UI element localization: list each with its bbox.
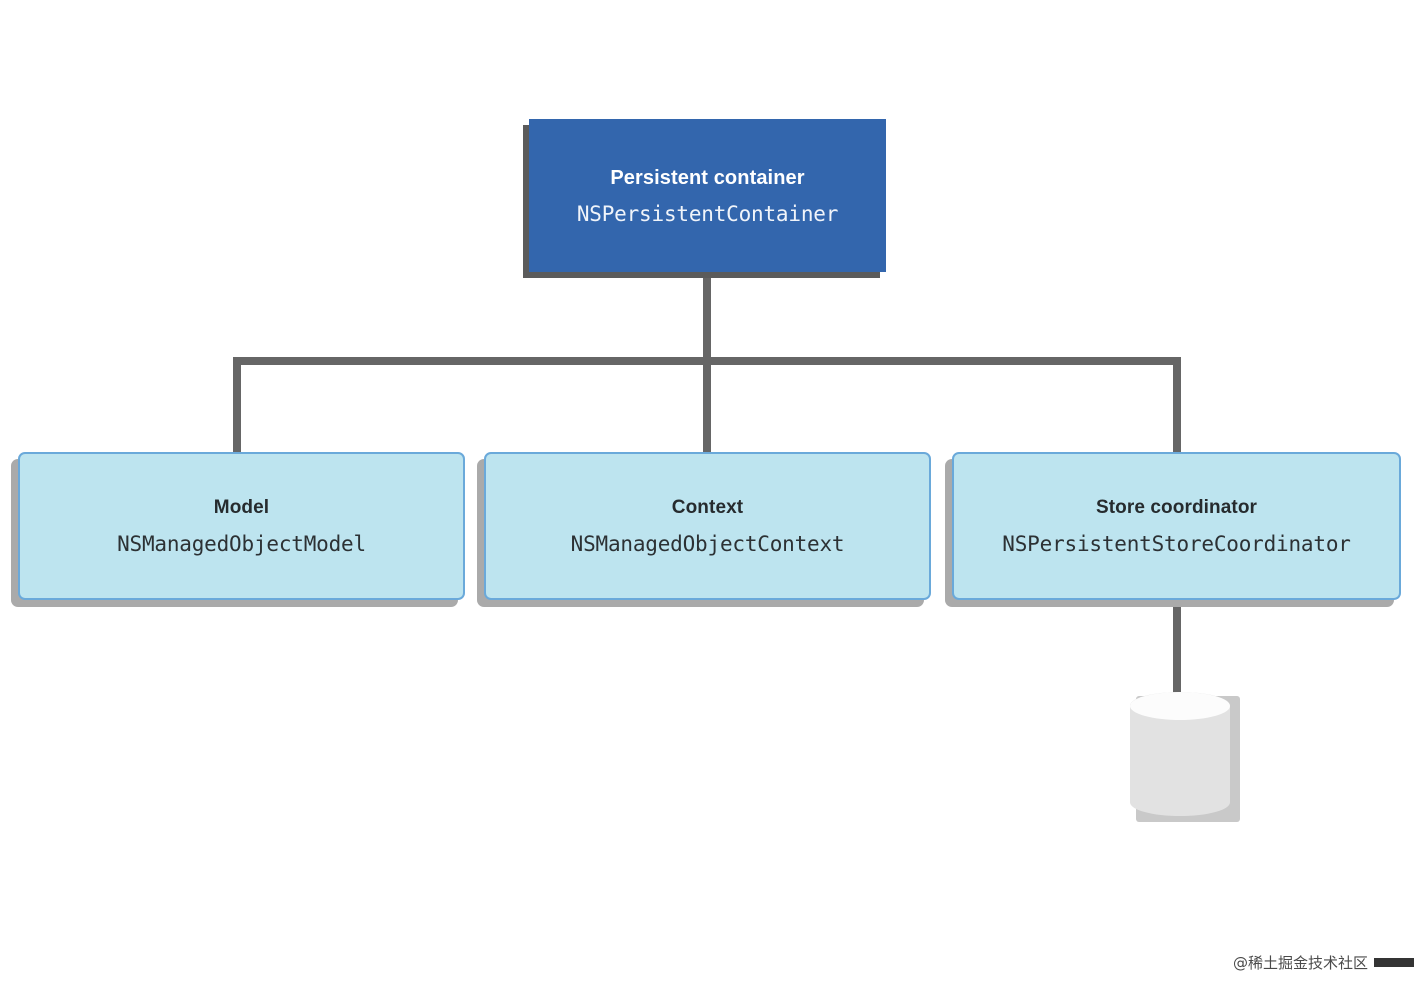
database-icon[interactable] [1128,688,1240,824]
connector-drop-model [233,357,241,455]
connector-drop-store-coordinator [1173,357,1181,455]
watermark: @稀土掘金技术社区 [1233,952,1415,973]
node-title: Model [213,496,270,518]
node-class-name: NSPersistentStoreCoordinator [1002,531,1351,556]
connector-root-trunk [703,272,711,361]
node-title: Store coordinator [1095,496,1258,518]
connector-store-to-database [1173,598,1181,694]
node-class-name: NSManagedObjectModel [117,531,366,556]
node-model[interactable]: Model NSManagedObjectModel [18,452,465,600]
node-class-name: NSManagedObjectContext [570,531,845,556]
node-title: Persistent container [610,166,805,189]
database-disc-top-cap [1130,692,1230,720]
node-store-coordinator[interactable]: Store coordinator NSPersistentStoreCoord… [952,452,1401,600]
node-context[interactable]: Context NSManagedObjectContext [484,452,931,600]
watermark-text: @稀土掘金技术社区 [1233,954,1369,972]
node-class-name: NSPersistentContainer [576,201,839,226]
watermark-bar-icon [1374,958,1415,967]
connector-drop-context [703,357,711,455]
node-title: Context [671,496,744,518]
node-persistent-container[interactable]: Persistent container NSPersistentContain… [529,119,886,272]
